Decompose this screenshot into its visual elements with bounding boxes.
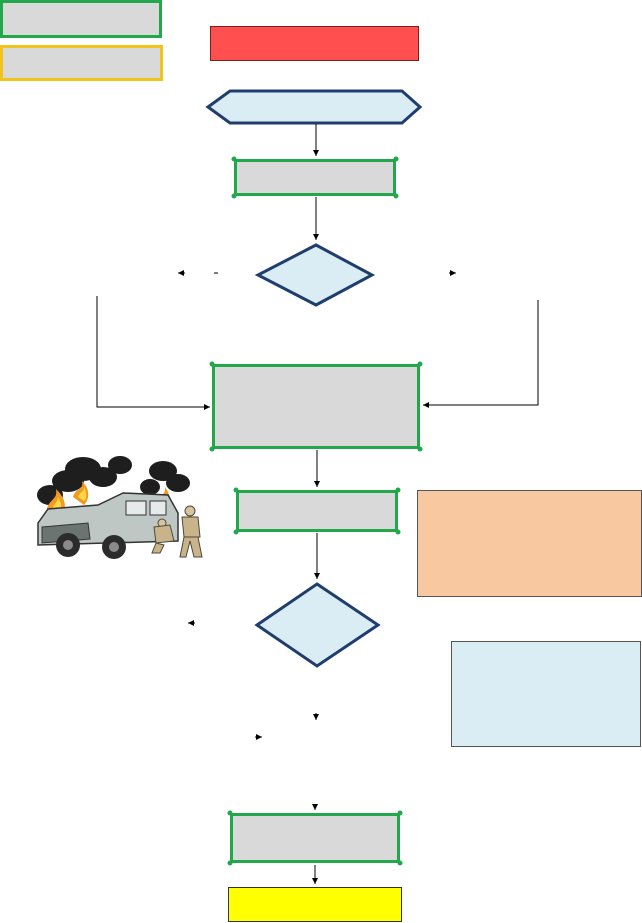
legend-green-box <box>0 0 162 38</box>
connector-left-loop <box>96 296 210 410</box>
note-blue <box>451 641 641 747</box>
start-hexagon <box>205 89 423 125</box>
process-step2 <box>212 364 420 449</box>
process-step1 <box>234 159 396 196</box>
process-step3 <box>236 490 398 532</box>
process-step4 <box>230 813 400 863</box>
legend-yellow-box <box>0 45 163 81</box>
connector-right-loop <box>423 300 539 408</box>
decision1-diamond <box>254 243 376 307</box>
burning-vehicle-illustration <box>37 456 203 559</box>
decision2-diamond <box>254 582 381 668</box>
end-terminal <box>228 887 402 922</box>
note-orange <box>417 490 642 597</box>
diagram-title-bar <box>210 26 419 61</box>
